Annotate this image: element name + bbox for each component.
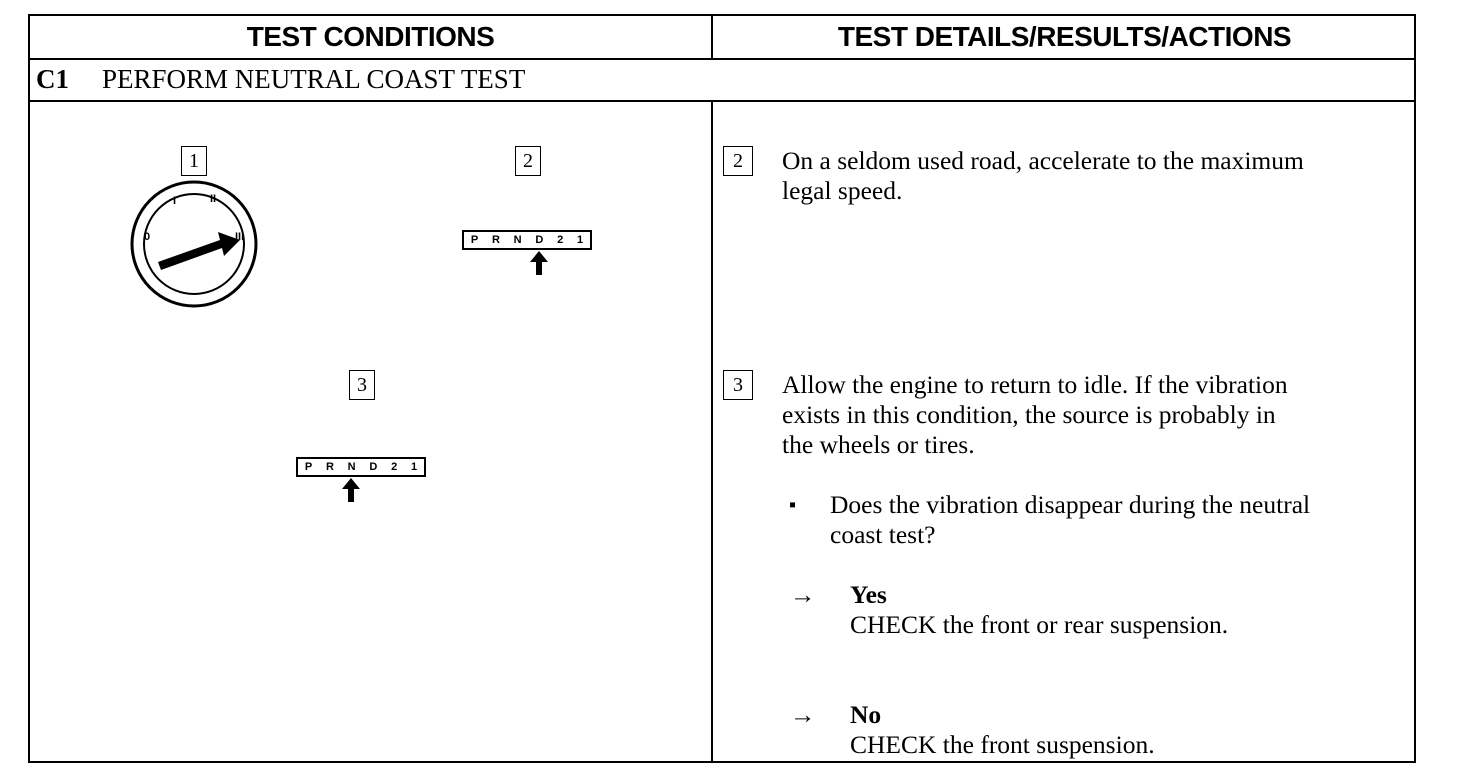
- gear-letter: D: [535, 234, 544, 246]
- text-line: Does the vibration disappear during the …: [830, 490, 1311, 519]
- text-line: the wheels or tires.: [782, 430, 975, 459]
- section-row: C1 PERFORM NEUTRAL COAST TEST: [30, 58, 1416, 102]
- step-1-box: 1: [181, 146, 207, 176]
- bullet-icon: ▪: [789, 494, 797, 516]
- gear-letter: P: [304, 461, 313, 473]
- gear-letter: 1: [576, 234, 584, 246]
- yes-arrow-icon: →: [790, 580, 816, 609]
- section-title: PERFORM NEUTRAL COAST TEST: [102, 63, 526, 94]
- ignition-switch-icon: 0 I II III: [130, 180, 258, 308]
- gear-indicator-step-3: P R N D 2 1: [296, 457, 426, 477]
- text-line: On a seldom used road, accelerate to the…: [782, 146, 1304, 175]
- gear-letter: 2: [557, 234, 564, 246]
- detail-step-3-text: Allow the engine to return to idle. If t…: [782, 370, 1288, 460]
- gear-letter: D: [369, 461, 378, 473]
- column-divider: [711, 102, 713, 763]
- test-table: TEST CONDITIONS TEST DETAILS/RESULTS/ACT…: [28, 14, 1416, 763]
- no-label: No: [850, 700, 882, 729]
- yes-result: Yes CHECK the front or rear suspension.: [850, 580, 1228, 640]
- gear-indicator-step-2: P R N D 2 1: [462, 230, 592, 250]
- text-line: exists in this condition, the source is …: [782, 400, 1276, 429]
- gear-letter: N: [347, 461, 356, 473]
- detail-step-2-text: On a seldom used road, accelerate to the…: [782, 146, 1304, 206]
- question-text: Does the vibration disappear during the …: [830, 490, 1310, 550]
- detail-step-2-box: 2: [723, 146, 753, 176]
- gear-letter: R: [325, 461, 334, 473]
- ignition-pos-3: III: [235, 231, 244, 243]
- gear-letter: 2: [391, 461, 398, 473]
- step-3-box: 3: [349, 370, 375, 400]
- gear-letter: R: [491, 234, 500, 246]
- no-result: No CHECK the front suspension.: [850, 700, 1155, 760]
- up-arrow-icon: [530, 251, 548, 275]
- no-arrow-icon: →: [790, 700, 816, 729]
- text-line: coast test?: [830, 520, 936, 549]
- step-2-box: 2: [515, 146, 541, 176]
- up-arrow-icon: [342, 478, 360, 502]
- gear-letter: 1: [410, 461, 418, 473]
- header-test-conditions: TEST CONDITIONS: [30, 16, 713, 60]
- text-line: legal speed.: [782, 176, 903, 205]
- ignition-pos-2: II: [210, 193, 216, 205]
- ignition-pos-0: 0: [144, 231, 150, 243]
- text-line: Allow the engine to return to idle. If t…: [782, 370, 1288, 399]
- no-action: CHECK the front suspension.: [850, 730, 1155, 759]
- yes-action: CHECK the front or rear suspension.: [850, 610, 1229, 639]
- header-test-details: TEST DETAILS/RESULTS/ACTIONS: [713, 16, 1416, 60]
- detail-step-3-box: 3: [723, 370, 753, 400]
- gear-letter: N: [513, 234, 522, 246]
- ignition-pos-1: I: [173, 195, 176, 207]
- section-code: C1: [36, 63, 69, 94]
- gear-letter: P: [470, 234, 479, 246]
- yes-label: Yes: [850, 580, 887, 609]
